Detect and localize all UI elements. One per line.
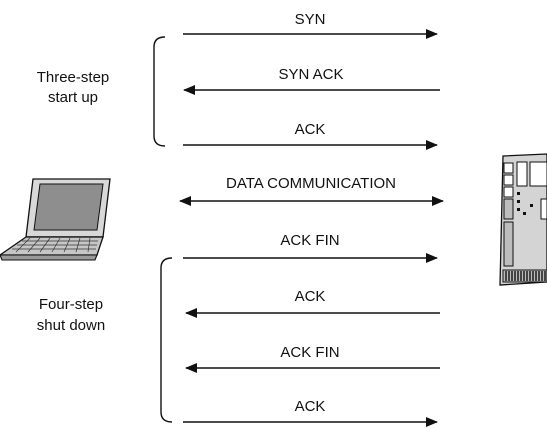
shutdown-bracket <box>160 257 173 423</box>
msg-label-data: DATA COMMUNICATION <box>226 175 396 192</box>
startup-label-line1: Three-step <box>37 69 110 86</box>
msg-label-ack-fin-2: ACK FIN <box>280 344 339 361</box>
shutdown-label-line2: shut down <box>37 317 105 334</box>
msg-label-ack-fin-1: ACK FIN <box>280 232 339 249</box>
msg-label-ack-2: ACK <box>295 288 326 305</box>
msg-label-syn: SYN <box>295 11 326 28</box>
msg-label-ack-3: ACK <box>295 398 326 415</box>
msg-label-syn-ack: SYN ACK <box>278 66 343 83</box>
startup-label-line2: start up <box>48 89 98 106</box>
startup-bracket <box>153 36 166 147</box>
msg-label-ack-1: ACK <box>295 121 326 138</box>
shutdown-label-line1: Four-step <box>39 296 103 313</box>
laptop-icon <box>0 178 111 261</box>
server-board-icon <box>499 153 547 286</box>
